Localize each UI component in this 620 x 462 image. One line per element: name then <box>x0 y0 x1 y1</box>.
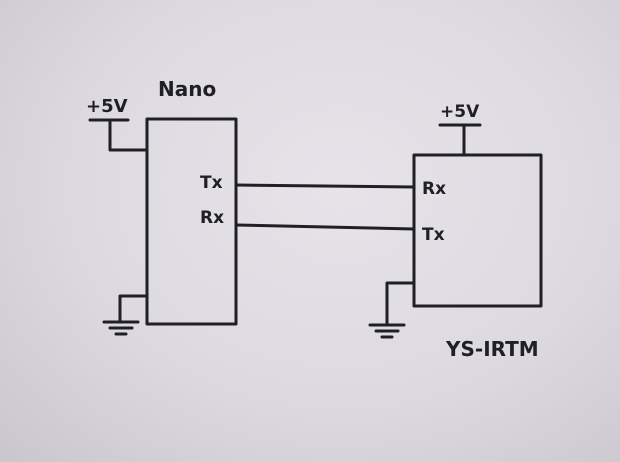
ys-power-label: +5V <box>440 102 480 122</box>
nano-title: Nano <box>158 77 216 101</box>
nano-tx-label: Tx <box>200 173 223 193</box>
ys-rx-label: Rx <box>422 179 446 199</box>
nano-power-wire <box>108 118 149 152</box>
wire-nano-tx-to-ys-rx <box>234 183 416 189</box>
ys-tx-label: Tx <box>422 225 445 245</box>
wire-nano-rx-to-ys-tx <box>234 223 416 231</box>
ys-irtm-block <box>412 153 543 308</box>
nano-rx-label: Rx <box>200 208 224 228</box>
nano-ground-wire <box>118 294 149 324</box>
ys-irtm-title: YS-IRTM <box>445 337 539 361</box>
nano-block <box>145 117 238 326</box>
nano-power-label: +5V <box>86 96 128 117</box>
ys-ground-wire <box>385 281 416 327</box>
